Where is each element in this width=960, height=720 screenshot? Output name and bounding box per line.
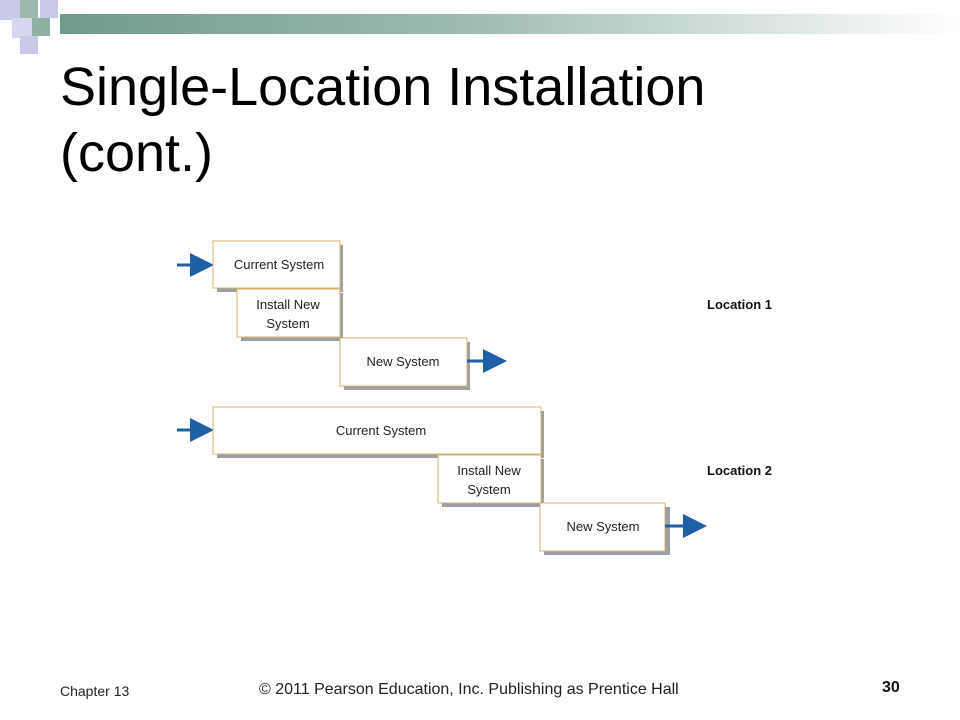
footer-copyright: © 2011 Pearson Education, Inc. Publishin… — [259, 681, 679, 698]
top-accent-bar — [60, 14, 960, 34]
install-box-2: Install New System — [437, 454, 544, 507]
title-line-1: Single-Location Installation — [60, 57, 706, 117]
install-label-1b: System — [266, 316, 309, 331]
current-system-box-2: Current System — [212, 406, 544, 458]
footer-chapter: Chapter 13 — [60, 683, 130, 699]
location-1-label: Location 1 — [707, 297, 772, 312]
current-system-label-1: Current System — [234, 257, 324, 272]
location-1-group: Current System Install New System New Sy… — [177, 240, 772, 390]
new-system-label-1: New System — [367, 354, 440, 369]
install-label-2b: System — [467, 482, 510, 497]
page-number: 30 — [882, 679, 900, 696]
install-label-1a: Install New — [256, 297, 320, 312]
current-system-label-2: Current System — [336, 423, 426, 438]
corner-decoration — [0, 0, 58, 54]
new-system-box-2: New System — [539, 502, 670, 555]
current-system-box-1: Current System — [212, 240, 343, 292]
new-system-box-1: New System — [339, 337, 470, 390]
location-2-group: Current System Install New System New Sy… — [177, 406, 772, 555]
install-label-2a: Install New — [457, 463, 521, 478]
install-box-1: Install New System — [236, 288, 343, 341]
slide-title: Single-Location Installation (cont.) — [60, 54, 920, 186]
title-line-2: (cont.) — [60, 123, 214, 183]
location-2-label: Location 2 — [707, 463, 772, 478]
new-system-label-2: New System — [567, 519, 640, 534]
